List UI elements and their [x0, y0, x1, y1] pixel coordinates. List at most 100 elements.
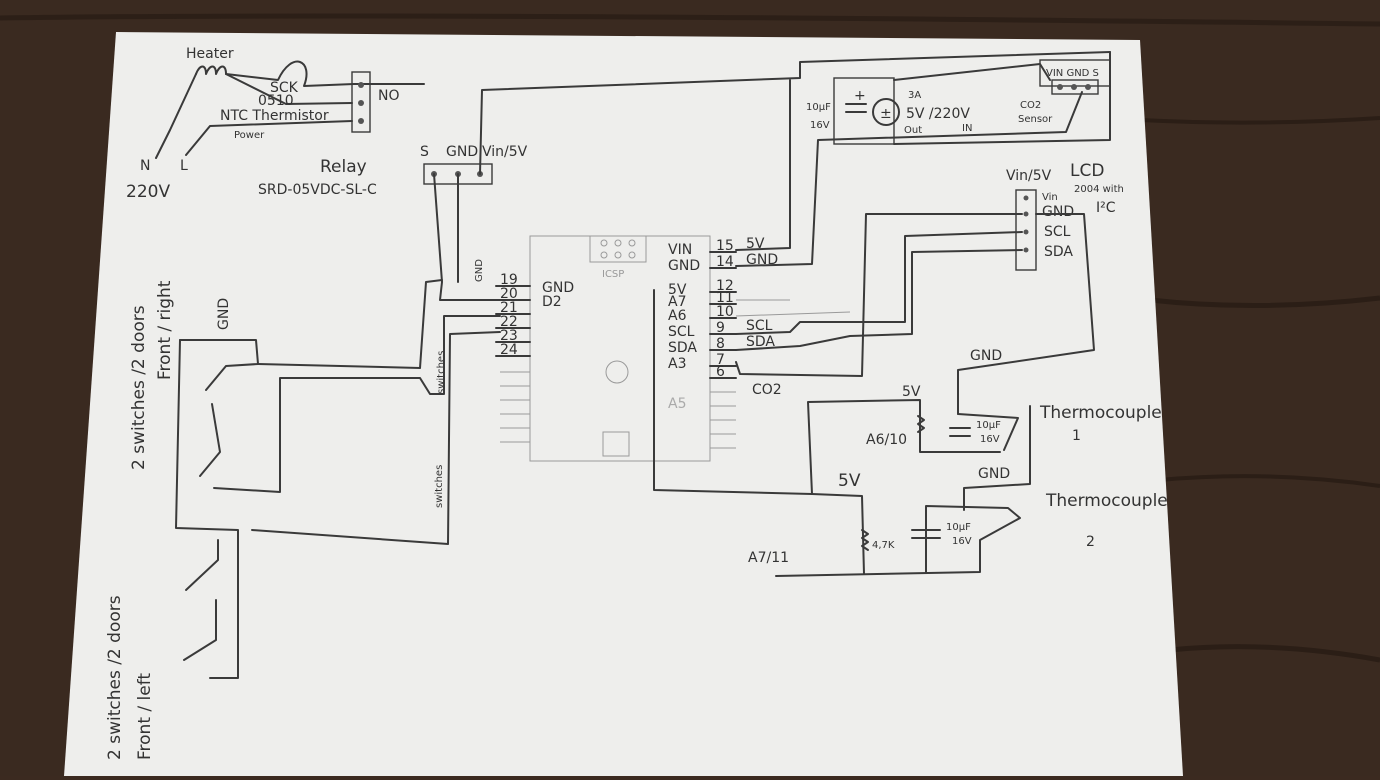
switches-front-left: 2 switches /2 doors Front / left — [105, 331, 501, 760]
cap-value: 10μF — [806, 102, 831, 113]
thermocouple-2: GND 5V A7/11 4,7K Thermocouple 2 10μF 16… — [748, 405, 1168, 577]
relay-title: Relay — [320, 157, 367, 177]
board-right-pin-number: 7 — [716, 352, 725, 368]
board-left-pin-number: 22 — [500, 314, 518, 330]
relay-pin-gnd: GND — [446, 144, 478, 160]
board-chip-mark — [605, 360, 629, 384]
board-right-pin-name: SCL — [668, 324, 695, 340]
sck-label: SCK — [270, 80, 299, 96]
sck-code: 0510 — [258, 93, 294, 109]
co2-label-top: CO2 — [1020, 100, 1041, 111]
board-right-pin-name: VIN — [668, 242, 692, 258]
board-left-pin-number: 19 — [500, 272, 518, 288]
relay-module: Relay SRD-05VDC-SL-C S GND Vin/5V — [258, 51, 1111, 301]
wire-sda — [735, 249, 1023, 351]
board-right-pin-wire-label: SCL — [746, 318, 773, 334]
board-right-pin: 6 — [709, 364, 737, 380]
relay-model: SRD-05VDC-SL-C — [258, 182, 377, 198]
heater-terminal-block — [351, 71, 371, 133]
switches-right-line1: 2 switches /2 doors — [129, 305, 149, 470]
wire-a3-co2 — [735, 213, 1023, 377]
tc2-pin: A7/11 — [748, 550, 789, 566]
board-left-pin-number: 20 — [500, 286, 518, 302]
board-right-pin-number: 15 — [716, 238, 734, 254]
lcd-pin-gnd: GND — [1042, 204, 1074, 220]
board-left-pin-number: 24 — [500, 342, 518, 358]
relay-pin-s: S — [420, 144, 429, 160]
svg-text:±: ± — [880, 106, 892, 122]
switches-front-right: 2 switches /2 doors Front / right GND — [129, 279, 501, 679]
board-right-pin-number: 11 — [716, 290, 734, 306]
cap-voltage: 16V — [810, 120, 830, 131]
power-in: IN — [962, 123, 972, 134]
icsp-label: ICSP — [602, 269, 624, 280]
board-right-pin-name: 5V — [668, 282, 687, 298]
co2-pin-label: CO2 — [752, 382, 782, 398]
tc1-gnd: GND — [970, 348, 1002, 364]
lcd-model: 2004 with — [1074, 184, 1124, 195]
power-out: Out — [904, 125, 922, 136]
board-right-pin-name: SDA — [668, 340, 697, 356]
board-right-pin-number: 12 — [716, 278, 734, 294]
switches-tag-upper: switches — [436, 351, 447, 394]
lcd-pin-sda: SDA — [1044, 244, 1073, 260]
switches-right-gnd: GND — [216, 298, 232, 330]
voltage-220v: 220V — [126, 182, 170, 202]
board-right-pin-name: A3 — [668, 356, 686, 372]
no-label: NO — [378, 88, 400, 104]
icsp-header — [589, 235, 647, 263]
board-left-pin-number: 21 — [500, 300, 518, 316]
tc2-label: Thermocouple — [1045, 491, 1168, 511]
tc1-cap: 10μF — [976, 420, 1001, 431]
tc2-num: 2 — [1086, 534, 1095, 550]
board-right-pin-name: A7 — [668, 294, 686, 310]
board-right-pin-name: GND — [668, 258, 700, 274]
co2-pins: VIN GND S — [1046, 68, 1099, 79]
tc2-resistor: 4,7K — [872, 540, 895, 551]
tc1-5v: 5V — [902, 384, 921, 400]
board-usb — [602, 431, 630, 457]
l-label: L — [180, 158, 188, 174]
lcd-pin-vin: Vin — [1042, 192, 1058, 203]
board-right-pin-wire-label: GND — [746, 252, 778, 268]
ntc-label: NTC Thermistor — [220, 108, 329, 124]
tc1-cap-v: 16V — [980, 434, 1000, 445]
heater-circuit: Heater SCK 0510 NTC Thermistor Power NO … — [126, 46, 425, 202]
board-right-pin: 5V 12 — [668, 278, 737, 298]
power-current: 3A — [908, 90, 921, 101]
wire-vin-5v — [735, 79, 791, 251]
thermocouple-1: GND 5V A6/10 Thermocouple 1 10μF 16V — [807, 348, 1162, 495]
co2-sensor: VIN GND S CO2 Sensor — [1018, 59, 1111, 125]
tc2-cap: 10μF — [946, 522, 971, 533]
switches-left-line1: 2 switches /2 doors — [105, 595, 125, 760]
board-right-pin-name: A6 — [668, 308, 687, 324]
lcd-title: LCD — [1070, 161, 1104, 181]
board-right-pin-number: 10 — [716, 304, 734, 320]
board-left-pin: 22 — [495, 314, 531, 330]
tc2-cap-v: 16V — [952, 536, 972, 547]
relay-pin-vin: Vin/5V — [482, 144, 528, 160]
lcd-pin-scl: SCL — [1044, 224, 1071, 240]
switches-right-line2: Front / right — [155, 280, 175, 380]
wire-gnd — [735, 91, 1083, 267]
board-right-pin: A6 10 — [668, 304, 737, 324]
power-label: Power — [234, 130, 265, 141]
power-voltage: 5V /220V — [906, 106, 970, 122]
board-left-pin: 21 — [495, 300, 531, 316]
lcd-vin-label: Vin/5V — [1006, 168, 1052, 184]
paper-sheet — [64, 32, 1183, 776]
tc2-gnd: GND — [978, 466, 1010, 482]
board-right-pin-wire-label: SDA — [746, 334, 775, 350]
board-right-pin-wire-label: 5V — [746, 236, 765, 252]
tc1-label: Thermocouple — [1039, 403, 1162, 423]
wire-scl — [735, 231, 1023, 335]
lcd-i2c: I²C — [1096, 200, 1116, 216]
co2-label-bottom: Sensor — [1018, 114, 1053, 125]
gnd-tag-relay: GND — [474, 259, 485, 282]
